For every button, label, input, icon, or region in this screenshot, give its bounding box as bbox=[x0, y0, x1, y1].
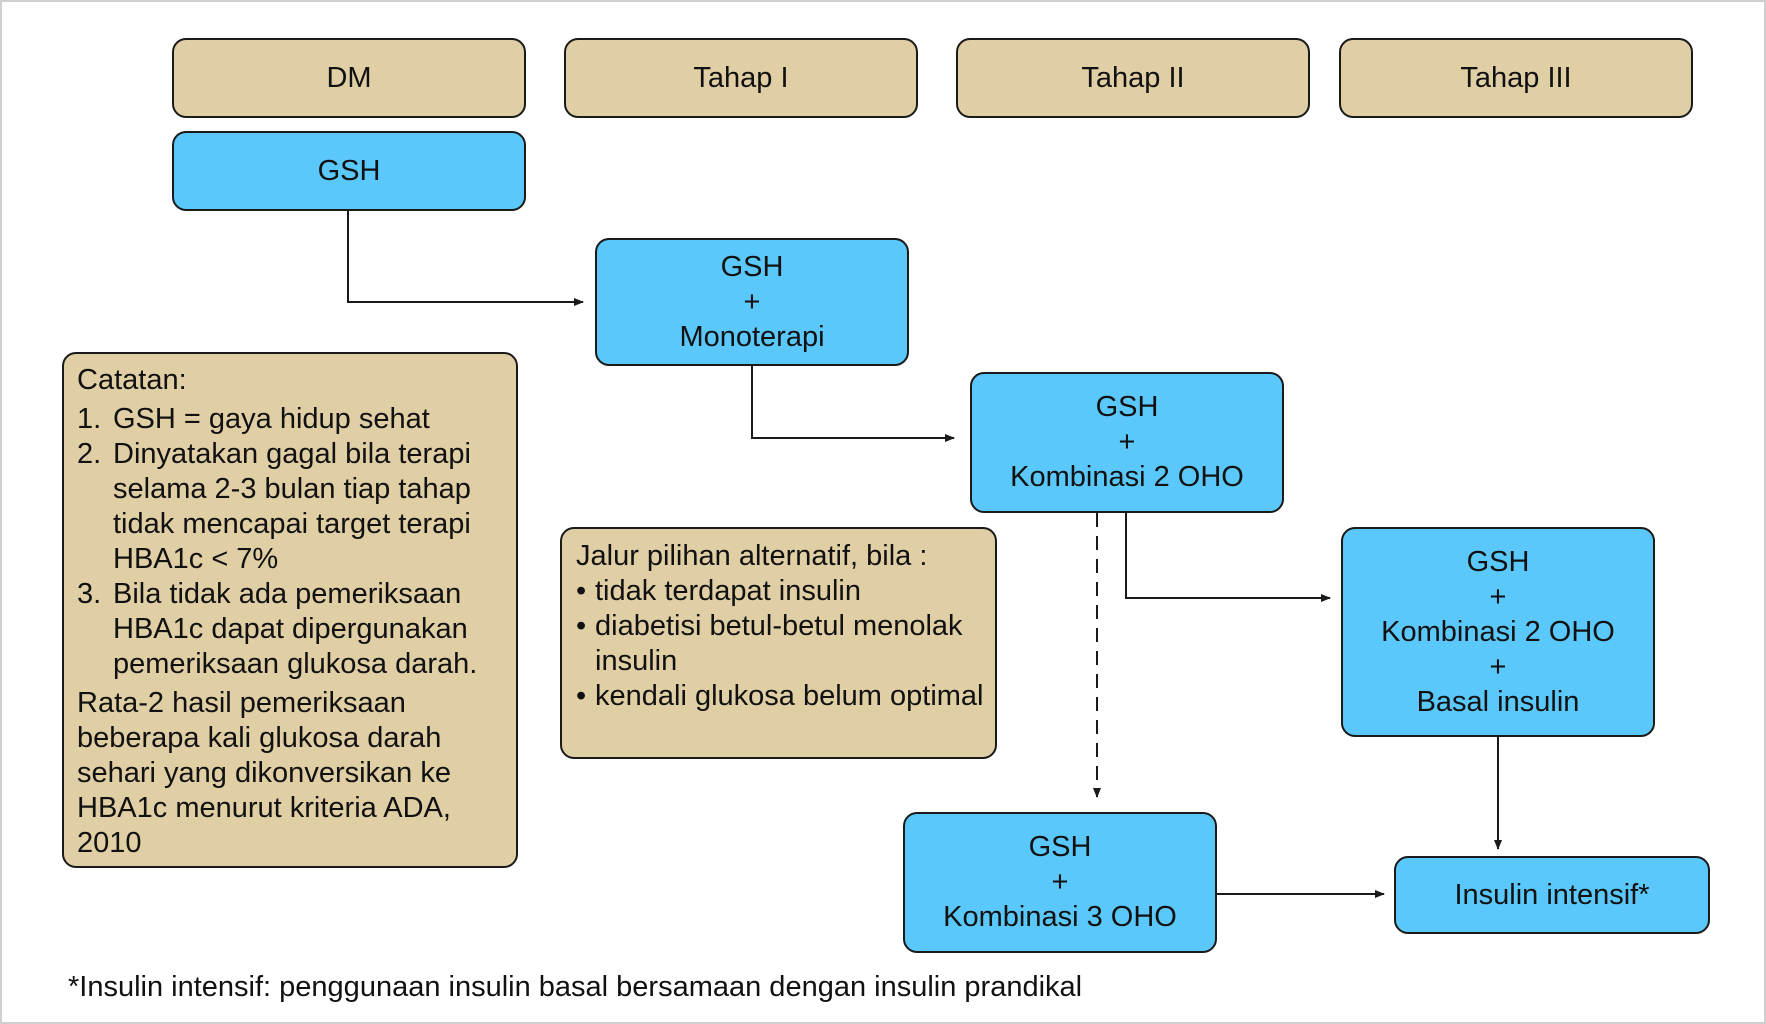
notes-item-number: 3. bbox=[77, 578, 102, 610]
node-kombinasi-2-oho-line: + bbox=[1118, 426, 1136, 458]
node-basal-insulin-line: + bbox=[1489, 580, 1507, 613]
notes-item-text: Bila tidak ada pemeriksaan HBA1c dapat d… bbox=[113, 578, 478, 680]
notes-item: 2. Dinyatakan gagal bila terapi selama 2… bbox=[77, 437, 506, 577]
bullet-icon: • bbox=[576, 575, 587, 607]
notes-extra: Rata-2 hasil pemeriksaan beberapa kali g… bbox=[77, 687, 451, 859]
node-basal-insulin-line: Basal insulin bbox=[1416, 685, 1580, 718]
header-tahap-3: Tahap III bbox=[1339, 38, 1693, 118]
node-basal-insulin: GSH + Kombinasi 2 OHO + Basal insulin bbox=[1341, 527, 1655, 737]
node-gsh-start-line: GSH bbox=[317, 154, 381, 187]
header-tahap-1: Tahap I bbox=[564, 38, 918, 118]
node-monoterapi-line: Monoterapi bbox=[679, 320, 825, 353]
alternative-list: • tidak terdapat insulin • diabetisi bet… bbox=[576, 574, 985, 714]
node-kombinasi-3-oho-line: GSH bbox=[1028, 831, 1092, 863]
node-kombinasi-3-oho-line: Kombinasi 3 OHO bbox=[943, 901, 1177, 933]
node-kombinasi-3-oho: GSH + Kombinasi 3 OHO bbox=[903, 812, 1217, 953]
header-dm: DM bbox=[172, 38, 526, 118]
node-basal-insulin-line: GSH bbox=[1466, 545, 1530, 578]
arrow-kombinasi-2-to-basal bbox=[1125, 513, 1331, 602]
header-tahap-1-label: Tahap I bbox=[693, 61, 789, 94]
node-kombinasi-2-oho: GSH + Kombinasi 2 OHO bbox=[970, 372, 1284, 513]
bullet-icon: • bbox=[576, 680, 587, 712]
node-basal-insulin-line: + bbox=[1489, 650, 1507, 683]
header-tahap-3-label: Tahap III bbox=[1460, 61, 1572, 94]
node-gsh-start: GSH bbox=[172, 131, 526, 211]
node-kombinasi-2-oho-line: GSH bbox=[1095, 391, 1159, 423]
header-dm-label: DM bbox=[326, 61, 372, 94]
node-insulin-intensif-line: Insulin intensif* bbox=[1454, 878, 1650, 911]
notes-item-number: 1. bbox=[77, 403, 102, 435]
notes-item-text: GSH = gaya hidup sehat bbox=[113, 403, 430, 435]
node-basal-insulin-line: Kombinasi 2 OHO bbox=[1381, 615, 1615, 648]
node-insulin-intensif: Insulin intensif* bbox=[1394, 856, 1710, 934]
alternative-item-text: diabetisi betul-betul menolak insulin bbox=[595, 610, 963, 677]
notes-list: 1. GSH = gaya hidup sehat 2. Dinyatakan … bbox=[77, 402, 506, 682]
header-tahap-2: Tahap II bbox=[956, 38, 1310, 118]
alternative-title: Jalur pilihan alternatif, bila : bbox=[576, 540, 928, 572]
node-monoterapi-line: + bbox=[743, 285, 761, 318]
alternative-box: Jalur pilihan alternatif, bila : • tidak… bbox=[560, 527, 997, 759]
alternative-item: • kendali glukosa belum optimal bbox=[576, 679, 985, 714]
bullet-icon: • bbox=[576, 610, 587, 642]
alternative-item-text: kendali glukosa belum optimal bbox=[595, 680, 984, 712]
node-monoterapi-line: GSH bbox=[720, 250, 784, 283]
alternative-item-text: tidak terdapat insulin bbox=[595, 575, 861, 607]
alternative-item: • diabetisi betul-betul menolak insulin bbox=[576, 609, 985, 679]
arrow-gsh-to-monoterapi bbox=[347, 211, 584, 306]
node-monoterapi: GSH + Monoterapi bbox=[595, 238, 909, 366]
alternative-item: • tidak terdapat insulin bbox=[576, 574, 985, 609]
footnote: *Insulin intensif: penggunaan insulin ba… bbox=[68, 971, 1083, 1003]
node-kombinasi-2-oho-line: Kombinasi 2 OHO bbox=[1010, 461, 1244, 493]
notes-title: Catatan: bbox=[77, 364, 187, 396]
notes-box: Catatan: 1. GSH = gaya hidup sehat 2. Di… bbox=[62, 352, 518, 868]
header-tahap-2-label: Tahap II bbox=[1081, 61, 1185, 94]
notes-item: 1. GSH = gaya hidup sehat bbox=[77, 402, 506, 437]
node-kombinasi-3-oho-line: + bbox=[1051, 866, 1069, 898]
arrow-monoterapi-to-kombinasi-2 bbox=[751, 366, 955, 442]
notes-item: 3. Bila tidak ada pemeriksaan HBA1c dapa… bbox=[77, 577, 506, 682]
notes-item-text: Dinyatakan gagal bila terapi selama 2-3 … bbox=[113, 438, 471, 575]
notes-item-number: 2. bbox=[77, 438, 102, 470]
